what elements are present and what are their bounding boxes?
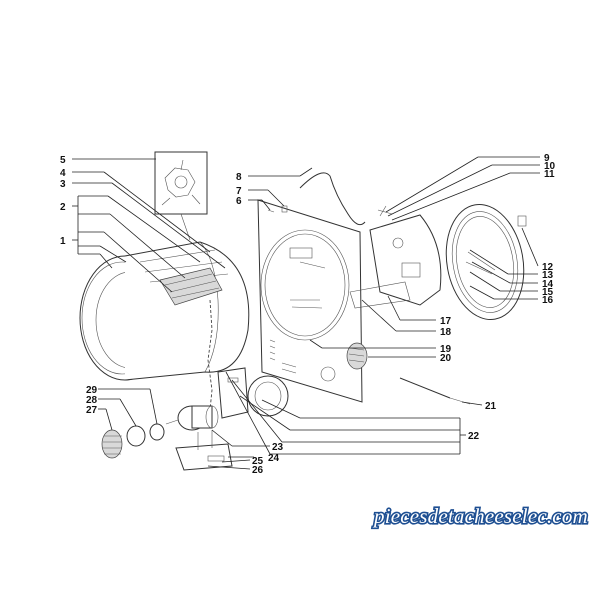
pulley-27	[101, 429, 123, 459]
rear-panel	[257, 199, 363, 403]
callout-23: 23	[272, 442, 284, 453]
fan-housing-22	[217, 367, 289, 419]
callout-6: 6	[236, 196, 242, 207]
callout-25: 25	[252, 456, 264, 467]
callout-9: 9	[544, 153, 550, 164]
callout-2: 2	[60, 202, 66, 213]
heater-plate	[349, 205, 442, 309]
callout-24: 24	[268, 453, 280, 464]
callout-12: 12	[542, 262, 554, 273]
callout-1: 1	[60, 236, 66, 247]
bearing-29	[149, 423, 165, 441]
bracket-24-26	[175, 430, 233, 471]
leader-lines	[72, 156, 540, 470]
drum-assembly	[79, 241, 250, 411]
callout-4: 4	[60, 168, 66, 179]
callout-18: 18	[440, 327, 452, 338]
callout-19: 19	[440, 344, 452, 355]
callout-10: 10	[544, 161, 556, 172]
callout-27: 27	[86, 405, 98, 416]
callout-22: 22	[468, 431, 480, 442]
wire-harness	[299, 172, 366, 226]
callout-28: 28	[86, 395, 98, 406]
callout-5: 5	[60, 155, 66, 166]
callout-13: 13	[542, 270, 554, 281]
blower-wheel-20	[346, 342, 368, 370]
callout-3: 3	[60, 179, 66, 190]
callout-11: 11	[544, 169, 555, 180]
callout-14: 14	[542, 279, 554, 290]
callout-17: 17	[440, 316, 452, 327]
door-seal-ring	[445, 204, 527, 320]
rod-21	[399, 377, 471, 405]
callout-29: 29	[86, 385, 98, 396]
watermark-text: piecesdetacheeselec.com	[372, 504, 588, 528]
callout-8: 8	[236, 172, 242, 183]
callout-labels: 1 2 3 4 5 6 7 8 9 10 11 12 13 14 15 16 1…	[60, 153, 556, 476]
callout-15: 15	[542, 287, 554, 298]
callout-21: 21	[485, 401, 497, 412]
motor-23	[165, 405, 219, 431]
callout-7: 7	[236, 186, 242, 197]
callout-20: 20	[440, 353, 452, 364]
inset-thermostat-detail	[154, 151, 208, 241]
washer-28	[126, 425, 146, 447]
callout-26: 26	[252, 465, 264, 476]
callout-16: 16	[542, 295, 554, 306]
